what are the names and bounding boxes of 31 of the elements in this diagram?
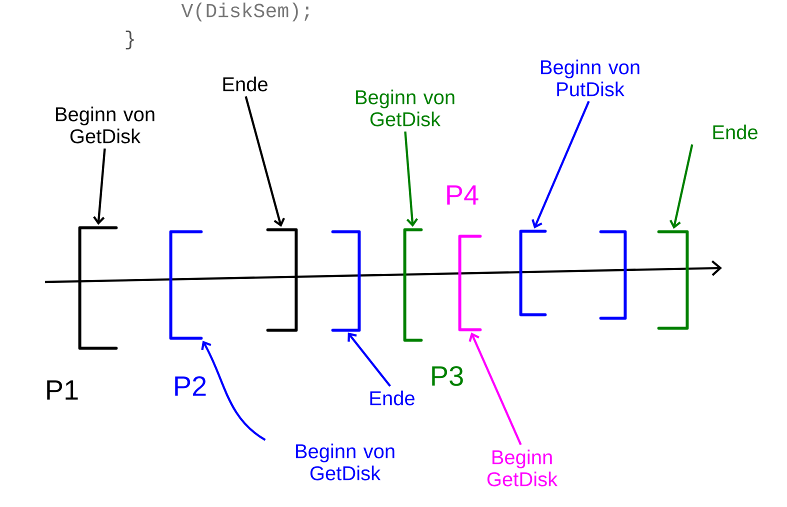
arrow	[201, 340, 266, 441]
arrow	[468, 332, 522, 446]
arrow	[244, 96, 286, 227]
handwritten-note: Beginn GetDisk	[487, 450, 558, 486]
bracket	[403, 228, 423, 342]
handwritten-note: Beginn von GetDisk	[56, 106, 154, 144]
arrow	[404, 131, 418, 227]
handwritten-note: Beginn von GetDisk	[356, 90, 454, 126]
bracket	[169, 230, 203, 340]
code-line: }	[126, 30, 134, 50]
bracket	[519, 230, 547, 316]
process-label: P3	[432, 366, 463, 386]
arrow	[93, 148, 106, 225]
handwritten-note: Ende	[713, 124, 758, 140]
handwritten-note: Ende	[223, 76, 268, 92]
bracket	[458, 234, 482, 332]
bracket	[599, 230, 627, 320]
arrow	[669, 144, 694, 229]
bracket	[78, 226, 118, 350]
handwritten-note: Beginn von GetDisk	[296, 444, 394, 480]
process-label: P2	[175, 376, 206, 396]
bracket	[657, 230, 689, 330]
process-label: P4	[447, 185, 478, 205]
code-line: V(DiskSem);	[181, 2, 309, 22]
bracket	[331, 230, 361, 332]
arrow	[348, 332, 391, 387]
handwritten-note: Beginn von PutDisk	[541, 60, 640, 96]
process-label: P1	[47, 380, 78, 400]
bracket	[266, 228, 298, 332]
arrow	[532, 100, 590, 229]
handwritten-note: Ende	[370, 390, 414, 406]
